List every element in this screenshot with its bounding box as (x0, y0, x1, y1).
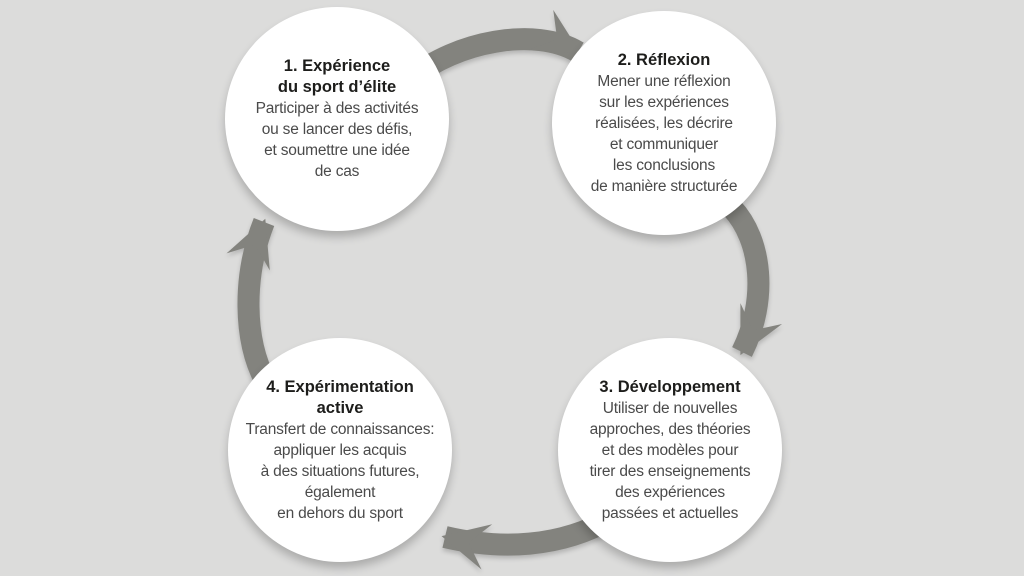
arrow-step2-to-step3-icon (723, 200, 783, 357)
step-1-description: Participer à des activités ou se lancer … (255, 100, 419, 180)
step-4-description: Transfert de connaissances: appliquer le… (245, 420, 435, 522)
cycle-step-3-developpement: 3. Développement Utiliser de nouvelles a… (558, 338, 782, 562)
cycle-step-2-reflexion: 2. Réflexion Mener une réflexion sur les… (552, 11, 776, 235)
step-1-title: 1. Expérience du sport d’élite (277, 57, 397, 96)
step-3-description: Utiliser de nouvelles approches, des thé… (589, 399, 751, 522)
step-2-title: 2. Réflexion (617, 50, 711, 69)
step-2-description: Mener une réflexion sur les expériences … (590, 72, 738, 195)
arrow-step4-to-step1-icon (226, 217, 276, 388)
cycle-step-1-experience: 1. Expérience du sport d’élite Participe… (225, 7, 449, 231)
step-4-title: 4. Expérimentation active (266, 377, 414, 417)
step-3-title: 3. Développement (599, 377, 741, 396)
cycle-step-4-experimentation: 4. Expérimentation active Transfert de c… (228, 338, 452, 562)
